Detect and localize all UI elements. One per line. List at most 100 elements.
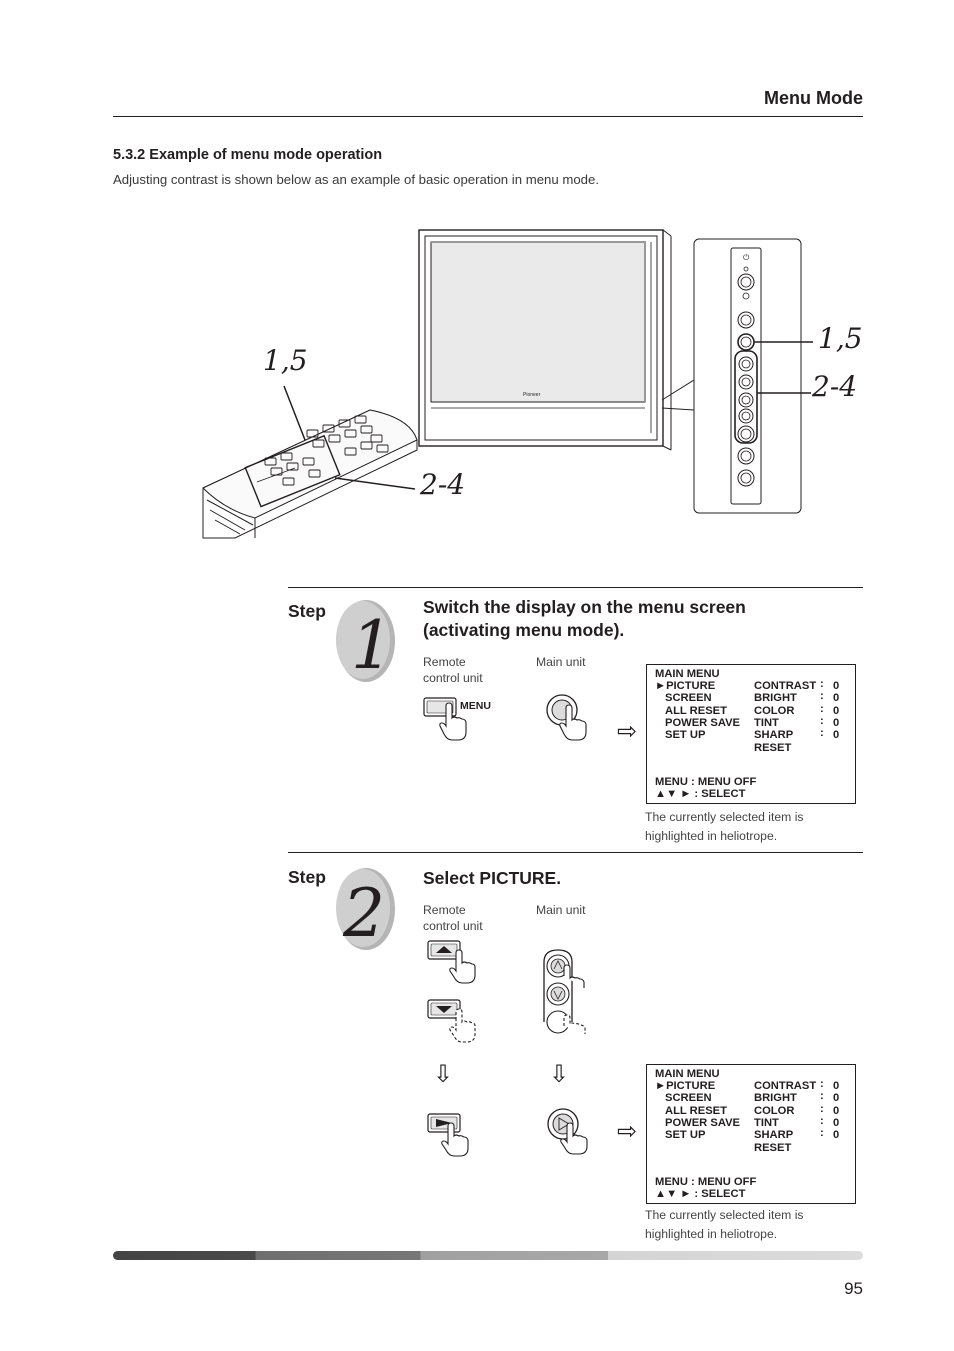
remote-callout-bottom: 2-4 bbox=[420, 468, 466, 501]
svg-text:Pioneer: Pioneer bbox=[523, 392, 541, 398]
osd-value: 0 bbox=[833, 1092, 840, 1104]
osd-right-item: BRIGHT bbox=[754, 1092, 797, 1104]
step2-note: The currently selected item is highlight… bbox=[645, 1206, 804, 1244]
osd-left-item: ALL RESET bbox=[665, 705, 727, 717]
osd-value: 0 bbox=[833, 1129, 840, 1141]
step1-remote-label-line1: Remote bbox=[423, 655, 466, 669]
osd-right-item: CONTRAST bbox=[754, 1080, 817, 1092]
step2-title: Select PICTURE. bbox=[423, 868, 562, 888]
osd-separator: : bbox=[820, 690, 824, 702]
step2-note-line2: highlighted in heliotrope. bbox=[645, 1227, 778, 1241]
step2-remote-label-line1: Remote bbox=[423, 903, 466, 917]
step2-arrow-down-main: ⇩ bbox=[549, 1060, 570, 1088]
osd-left-item: ►PICTURE bbox=[655, 680, 716, 692]
main-unit-up-down-buttons bbox=[543, 949, 586, 1034]
step2-arrow-right: ⇨ bbox=[617, 1117, 638, 1145]
remote-right-button bbox=[427, 1113, 469, 1157]
step2-label: Step bbox=[288, 867, 326, 887]
step1-note: The currently selected item is highlight… bbox=[645, 808, 804, 846]
step1-note-line1: The currently selected item is bbox=[645, 810, 804, 824]
section-heading: 5.3.2 Example of menu mode operation bbox=[113, 147, 383, 163]
step1-title-line1: Switch the display on the menu screen bbox=[423, 597, 746, 617]
panel-callout-top: 1,5 bbox=[818, 322, 863, 355]
step2-note-line1: The currently selected item is bbox=[645, 1208, 804, 1222]
control-panel-closeup: ⏻ bbox=[693, 238, 813, 514]
osd-left-item: POWER SAVE bbox=[665, 717, 741, 729]
osd-left-item: SCREEN bbox=[665, 692, 712, 704]
osd-value: 0 bbox=[833, 729, 840, 741]
osd-separator: : bbox=[820, 715, 824, 727]
osd-left-item: ►PICTURE bbox=[655, 1080, 716, 1092]
step1-top-rule bbox=[288, 587, 863, 588]
header-rule bbox=[113, 116, 863, 117]
remote-menu-button bbox=[423, 697, 467, 741]
footer-progress-bar bbox=[113, 1251, 863, 1260]
step1-title-line2: (activating menu mode). bbox=[423, 620, 625, 640]
step2-number-badge: 2 bbox=[336, 868, 395, 952]
osd-right-item: CONTRAST bbox=[754, 680, 817, 692]
osd-separator: : bbox=[820, 703, 824, 715]
step1-osd-menu: MAIN MENU ►PICTURE SCREEN ALL RESET POWE… bbox=[646, 664, 856, 804]
step1-main-label: Main unit bbox=[536, 655, 586, 669]
osd-value: 0 bbox=[833, 1080, 840, 1092]
step1-title: Switch the display on the menu screen (a… bbox=[423, 596, 746, 642]
osd-right-item: TINT bbox=[754, 1117, 779, 1129]
page-number: 95 bbox=[844, 1279, 863, 1298]
osd-separator: : bbox=[820, 1103, 824, 1115]
remote-down-button bbox=[427, 999, 476, 1043]
svg-text:2: 2 bbox=[342, 875, 385, 952]
osd-value: 0 bbox=[833, 692, 840, 704]
panel-callout-bottom: 2-4 bbox=[812, 370, 858, 403]
osd-right-item: COLOR bbox=[754, 1105, 795, 1117]
step1-remote-label-line2: control unit bbox=[423, 671, 483, 685]
step2-remote-label-line2: control unit bbox=[423, 919, 483, 933]
osd-right-item: RESET bbox=[754, 742, 792, 754]
remote-menu-button-caption: MENU bbox=[460, 700, 491, 712]
main-unit-right-button bbox=[547, 1108, 588, 1155]
step2-osd-menu: MAIN MENU ►PICTURE SCREEN ALL RESET POWE… bbox=[646, 1064, 856, 1204]
step2-arrow-down-remote: ⇩ bbox=[433, 1060, 454, 1088]
osd-separator: : bbox=[820, 727, 824, 739]
osd-right-item: RESET bbox=[754, 1142, 792, 1154]
osd-right-item: SHARP bbox=[754, 729, 794, 741]
osd-right-item: BRIGHT bbox=[754, 692, 797, 704]
step1-remote-label: Remote control unit bbox=[423, 654, 483, 686]
step1-number-badge: 1 bbox=[336, 600, 395, 684]
osd-right-item: SHARP bbox=[754, 1129, 794, 1141]
step1-arrow-right: ⇨ bbox=[617, 717, 638, 745]
osd-separator: : bbox=[820, 1090, 824, 1102]
remote-up-button bbox=[427, 940, 476, 984]
remote-callout-top: 1,5 bbox=[263, 344, 308, 377]
osd-value: 0 bbox=[833, 717, 840, 729]
step1-label: Step bbox=[288, 601, 326, 621]
osd-left-item: POWER SAVE bbox=[665, 1117, 741, 1129]
intro-text: Adjusting contrast is shown below as an … bbox=[113, 172, 600, 187]
osd-value: 0 bbox=[833, 1117, 840, 1129]
osd-footer-line2: ▲▼ ► : SELECT bbox=[655, 1188, 746, 1200]
step2-main-label: Main unit bbox=[536, 903, 586, 917]
remote-control-illustration bbox=[202, 409, 418, 539]
step2-remote-label: Remote control unit bbox=[423, 902, 483, 934]
osd-left-item: SET UP bbox=[665, 1129, 706, 1141]
display-illustration: Pioneer bbox=[418, 229, 672, 451]
osd-left-item: ALL RESET bbox=[665, 1105, 727, 1117]
section-title: Menu Mode bbox=[764, 88, 863, 108]
osd-right-item: COLOR bbox=[754, 705, 795, 717]
osd-separator: : bbox=[820, 1115, 824, 1127]
osd-left-item: SCREEN bbox=[665, 1092, 712, 1104]
osd-left-item: SET UP bbox=[665, 729, 706, 741]
osd-title: MAIN MENU bbox=[655, 1068, 720, 1080]
osd-value: 0 bbox=[833, 680, 840, 692]
svg-text:1: 1 bbox=[351, 607, 393, 684]
osd-footer-line1: MENU : MENU OFF bbox=[655, 776, 757, 788]
osd-footer-line1: MENU : MENU OFF bbox=[655, 1176, 757, 1188]
osd-value: 0 bbox=[833, 705, 840, 717]
main-unit-menu-button bbox=[546, 694, 587, 741]
osd-title: MAIN MENU bbox=[655, 668, 720, 680]
osd-separator: : bbox=[820, 1078, 824, 1090]
osd-separator: : bbox=[820, 1127, 824, 1139]
osd-footer-line2: ▲▼ ► : SELECT bbox=[655, 788, 746, 800]
svg-text:⏻: ⏻ bbox=[743, 253, 750, 262]
